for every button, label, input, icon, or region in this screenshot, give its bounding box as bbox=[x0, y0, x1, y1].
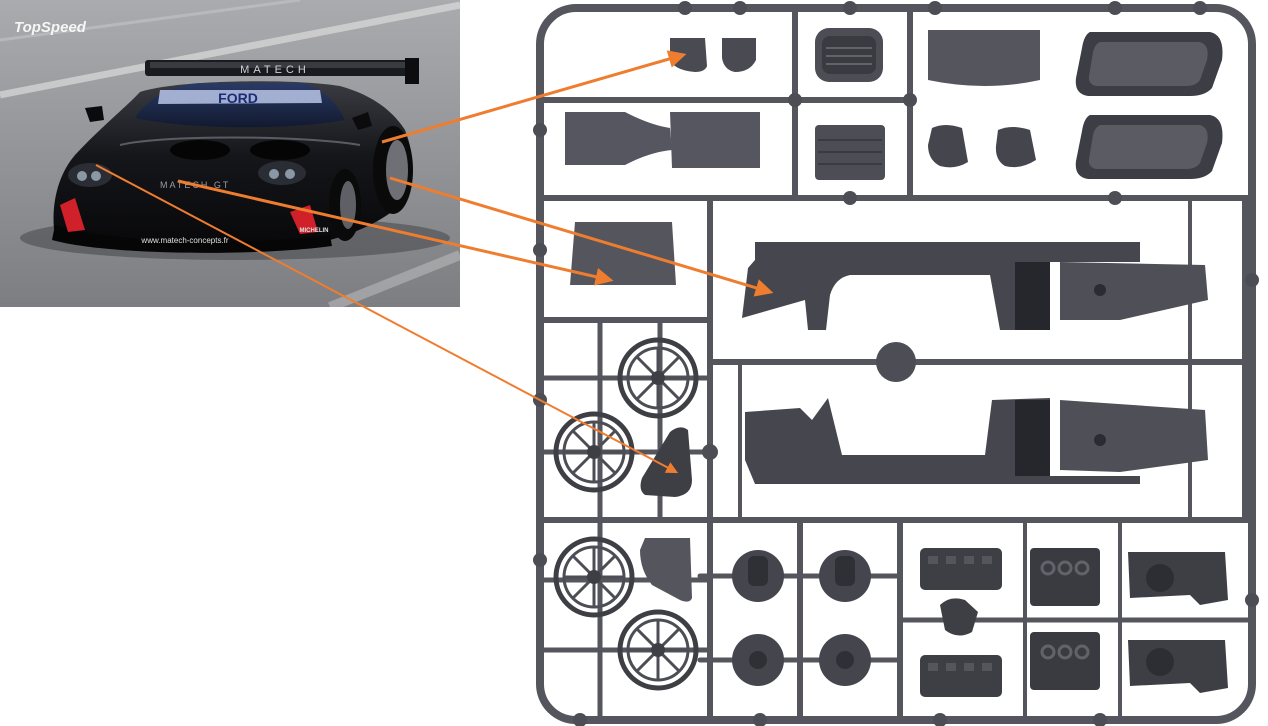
intake-duct bbox=[565, 112, 760, 168]
headlight-cover-2 bbox=[640, 538, 692, 602]
headlight-cover bbox=[640, 427, 692, 497]
window-frames bbox=[1075, 32, 1223, 179]
mirror-housings bbox=[928, 125, 1036, 168]
rear-panel bbox=[928, 30, 1040, 86]
wheel-rim-4 bbox=[617, 609, 699, 691]
topspeed-watermark: TopSpeed bbox=[14, 19, 87, 36]
wheel-rim-2 bbox=[553, 411, 635, 493]
bonnet-panel bbox=[570, 222, 676, 285]
engine-parts bbox=[920, 548, 1228, 697]
wheel-rim-3 bbox=[553, 536, 635, 618]
body-side-frame-upper bbox=[742, 242, 1208, 330]
wheel-rim-1 bbox=[617, 337, 699, 419]
body-side-frame-lower bbox=[745, 398, 1208, 484]
hood-vent bbox=[170, 140, 230, 160]
side-mirror bbox=[85, 106, 104, 122]
wing-sponsor-text: MATECH bbox=[240, 64, 310, 76]
hood-sponsor-text: FORD bbox=[218, 90, 258, 106]
mirror-parts bbox=[670, 38, 756, 72]
vent-grille bbox=[815, 28, 883, 82]
